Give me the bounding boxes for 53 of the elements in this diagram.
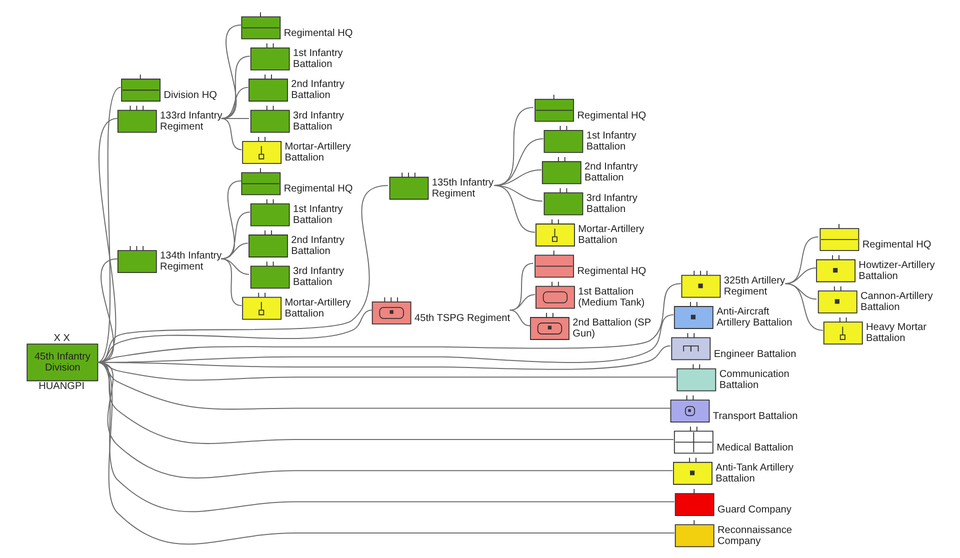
node-label: Mortar-Artillery Battalion: [284, 297, 350, 320]
node-label: 2nd Infantry Battalion: [290, 235, 344, 258]
connector: [220, 118, 248, 120]
node-label: X X: [53, 333, 70, 344]
node-label: Anti-Aircraft Artillery Battalion: [716, 306, 792, 329]
node-label: Medical Battalion: [716, 442, 793, 454]
node-label: Mortar-Artillery Battalion: [578, 224, 644, 246]
node-label: Regimental HQ: [576, 266, 646, 278]
node-label: 1st Battalion (Medium Tank): [578, 286, 644, 308]
node-label: 1st Infantry Battalion: [292, 48, 342, 70]
connector: [220, 118, 242, 150]
node-label: Communication Battalion: [718, 368, 789, 391]
node-label: Howtizer-Artillery Battalion: [858, 260, 934, 282]
node-label: Cannon-Artillery Battalion: [860, 290, 932, 313]
node-label: 133rd Infantry Regiment: [160, 110, 222, 132]
connector: [96, 362, 674, 545]
node-label: 3rd Infantry Battalion: [292, 110, 344, 132]
node-label: 134th Infantry Regiment: [160, 250, 222, 273]
connector: [96, 87, 120, 363]
connector: [509, 294, 535, 311]
connector: [784, 283, 823, 331]
node-label: Regimental HQ: [576, 110, 646, 122]
node-label: 135th Infantry Regiment: [431, 177, 494, 200]
node-label: 2nd Battalion (SP Gun): [572, 318, 651, 340]
node-label: Reconnaissance Company: [717, 524, 792, 547]
connector: [220, 242, 248, 260]
node-label: HUANGPI: [38, 380, 84, 392]
connector: [494, 184, 535, 233]
connector: [96, 118, 118, 363]
node-label: Guard Company: [717, 504, 791, 516]
node-label: Heavy Mortar Battalion: [866, 322, 926, 344]
node-label: 3rd Infantry Battalion: [292, 266, 344, 288]
node-label: 2nd Infantry Battalion: [584, 162, 638, 184]
node-label: Division HQ: [163, 90, 216, 102]
node-label: 45th TSPG Regiment: [414, 312, 510, 324]
node-label: Regimental HQ: [283, 28, 352, 39]
node-label: 1st Infantry Battalion: [292, 204, 342, 226]
connector: [220, 212, 250, 260]
node-label: 2nd Infantry Battalion: [290, 79, 344, 102]
node-label: 3rd Infantry Battalion: [586, 192, 637, 215]
node-label: 1st Infantry Battalion: [586, 130, 636, 153]
connector: [220, 258, 242, 306]
connector: [220, 56, 250, 120]
node-label: Regimental HQ: [283, 184, 352, 195]
connector: [509, 310, 530, 326]
node-label: Mortar-Artillery Battalion: [284, 142, 350, 164]
connector: [96, 362, 674, 512]
node-label: Engineer Battalion: [713, 348, 796, 360]
node-label: Anti-Tank Artillery Battalion: [715, 462, 794, 484]
node-label: Transport Battalion: [712, 411, 798, 422]
node-label: 325th Artillery Regiment: [723, 275, 784, 298]
connector: [220, 86, 248, 120]
node-label: Regimental HQ: [862, 240, 931, 251]
